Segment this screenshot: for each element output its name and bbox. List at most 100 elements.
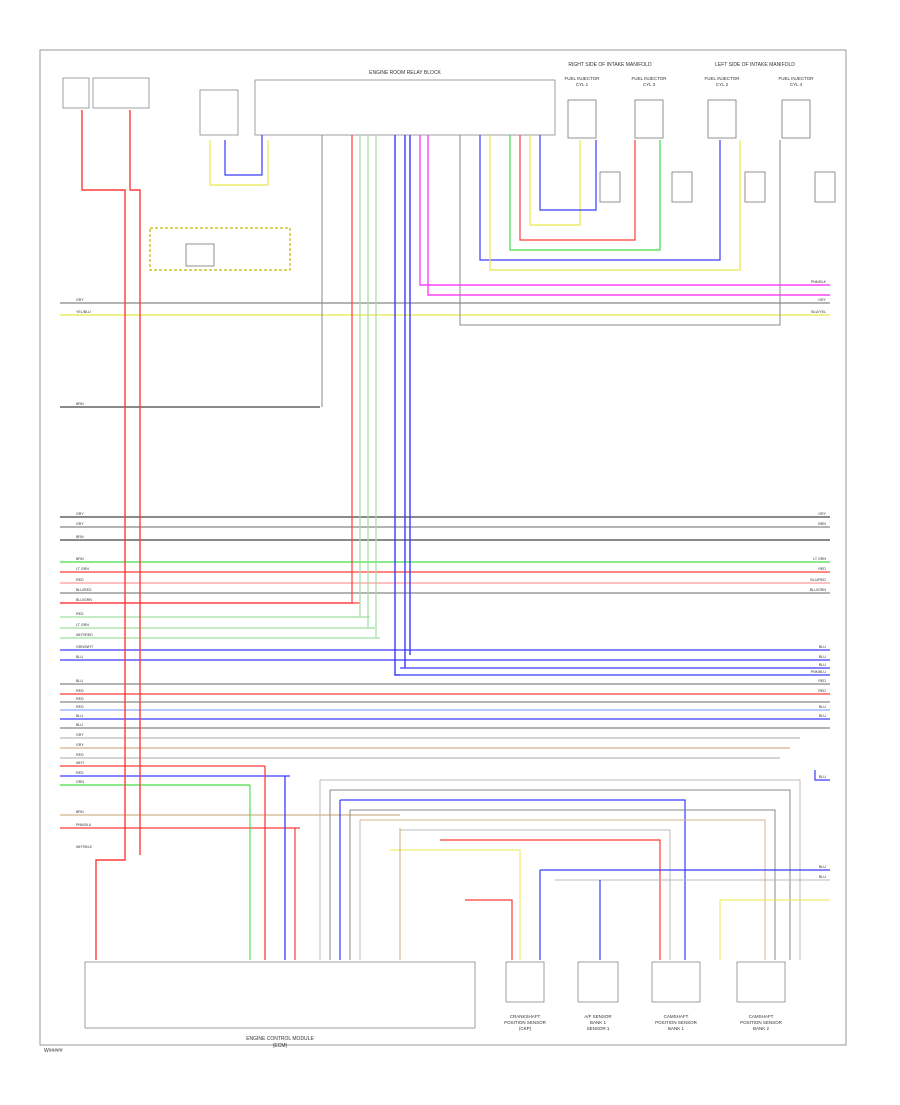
injector-cyl-4-label-2: CYL 4 <box>790 82 803 87</box>
coil-2 <box>671 171 693 203</box>
left-wire-label: RED <box>76 612 84 616</box>
injector-cyl-2-label-2: CYL 2 <box>716 82 729 87</box>
left-wire-label: LT GRN <box>76 567 89 571</box>
wire-65 <box>440 839 661 960</box>
left-wire-label: BLU <box>76 714 83 718</box>
right-wire-label: BLU <box>819 714 826 718</box>
relay-block-label: ENGINE ROOM RELAY BLOCK <box>369 70 441 76</box>
right-manifold-label: RIGHT SIDE OF INTAKE MANIFOLD <box>568 62 652 68</box>
right-wire-label: BLU <box>819 663 826 667</box>
right-wire-label: RED <box>818 679 826 683</box>
wire-63 <box>360 819 766 960</box>
wire-41 <box>60 135 353 604</box>
right-wire-label: BRN <box>818 522 826 526</box>
bottom-component-3: CAMSHAFT POSITION SENSOR BANK 1 <box>651 961 701 1031</box>
left-wire-label: GRY <box>76 743 84 747</box>
wire-64 <box>400 829 671 960</box>
right-wire-label: BLU/RED <box>810 578 826 582</box>
injector-cyl-1: FUEL INJECTOR CYL 1 <box>564 76 600 139</box>
injector-cyl-1-label-1: FUEL INJECTOR <box>564 76 600 81</box>
left-wire-label: RED <box>76 753 84 757</box>
wire-47 <box>509 135 661 251</box>
mid-sensor <box>149 227 291 271</box>
wires-layer <box>60 110 830 960</box>
left-wire-label: BLU/RED <box>76 588 92 592</box>
wire-35 <box>224 135 263 176</box>
left-wire-label: LT GRN <box>76 623 89 627</box>
left-wire-label: RED <box>76 578 84 582</box>
injector-cyl-4: FUEL INJECTOR CYL 4 <box>778 76 814 139</box>
left-wire-label: PNK/BLU <box>76 823 92 827</box>
bottom-component-2: A/F SENSOR BANK 1 SENSOR 1 <box>577 961 619 1031</box>
wire-33 <box>129 110 141 855</box>
left-wire-label: RED <box>76 771 84 775</box>
ecm-box <box>84 961 476 1029</box>
relay-box-2 <box>92 77 150 109</box>
injector-cyl-1-label-2: CYL 1 <box>576 82 589 87</box>
left-manifold-label: LEFT SIDE OF INTAKE MANIFOLD <box>715 62 795 68</box>
injector-cyl-4-label-1: FUEL INJECTOR <box>778 76 814 81</box>
wire-49 <box>479 135 721 261</box>
wire-62 <box>350 809 776 960</box>
right-wire-label: PNK/BLK <box>811 280 827 284</box>
wire-32 <box>81 110 126 960</box>
left-wire-label: GRY <box>76 512 84 516</box>
coil-3 <box>744 171 766 203</box>
left-wire-label: GRN/WHT <box>76 645 94 649</box>
wire-37 <box>427 135 830 296</box>
bottom-component-1-label-2: POSITION SENSOR <box>504 1020 547 1025</box>
right-wire-label: PNK/BLU <box>811 670 827 674</box>
wire-53 <box>814 770 830 781</box>
bottom-component-1-label-1: CRANKSHAFT <box>510 1014 541 1019</box>
left-wire-label: BLU/GRN <box>76 598 92 602</box>
left-wire-label: RED <box>76 705 84 709</box>
left-wire-label: BRN <box>76 402 84 406</box>
wire-61 <box>340 799 686 960</box>
left-wire-label: RED <box>76 689 84 693</box>
bottom-component-4: CAMSHAFT POSITION SENSOR BANK 2 <box>736 961 786 1031</box>
wire-48 <box>529 135 581 226</box>
bottom-component-1-label-3: (CKP) <box>519 1026 532 1031</box>
wire-34 <box>209 140 269 186</box>
left-wire-label: BLU <box>76 679 83 683</box>
left-wire-label: GRY <box>76 733 84 737</box>
bottom-component-4-label-2: POSITION SENSOR <box>740 1020 783 1025</box>
left-wire-label: WHT/BLK <box>76 845 93 849</box>
ecm-label-2: (ECM) <box>273 1043 288 1049</box>
injector-cyl-2: FUEL INJECTOR CYL 2 <box>704 76 740 139</box>
diagram-border <box>39 49 847 1046</box>
mid-sensor-body <box>185 243 215 267</box>
right-wire-label: BLU <box>819 655 826 659</box>
wire-67 <box>465 899 513 960</box>
left-wire-label: BLU <box>76 655 83 659</box>
bottom-component-3-label-2: POSITION SENSOR <box>655 1020 698 1025</box>
right-wire-label: BLU/YEL <box>811 310 826 314</box>
injector-cyl-3-label-2: CYL 3 <box>643 82 656 87</box>
left-wire-label: WHT/RED <box>76 633 93 637</box>
right-wire-label: BLU <box>819 645 826 649</box>
coil-1 <box>599 171 621 203</box>
coil-4 <box>814 171 836 203</box>
right-wire-label: GRY <box>818 512 826 516</box>
bottom-component-4-label-1: CAMSHAFT <box>749 1014 774 1019</box>
bottom-component-2-label-3: SENSOR 1 <box>587 1026 610 1031</box>
wire-52 <box>539 135 597 211</box>
left-wire-label: GRY <box>76 522 84 526</box>
wire-46 <box>519 135 636 241</box>
wire-60 <box>330 789 791 960</box>
wire-38 <box>394 135 400 676</box>
footer-code: W##### <box>44 1048 63 1054</box>
left-wire-label: BLU <box>76 723 83 727</box>
right-wire-label: RED <box>818 689 826 693</box>
sensor-box <box>199 89 239 136</box>
right-wire-label: BLU <box>819 705 826 709</box>
bottom-component-2-label-2: BANK 1 <box>590 1020 607 1025</box>
bottom-component-2-label-1: A/F SENSOR <box>584 1014 612 1019</box>
ecm-label-1: ENGINE CONTROL MODULE <box>246 1036 314 1042</box>
left-wire-label: YEL/BLU <box>76 310 91 314</box>
bottom-component-3-label-1: CAMSHAFT <box>664 1014 689 1019</box>
